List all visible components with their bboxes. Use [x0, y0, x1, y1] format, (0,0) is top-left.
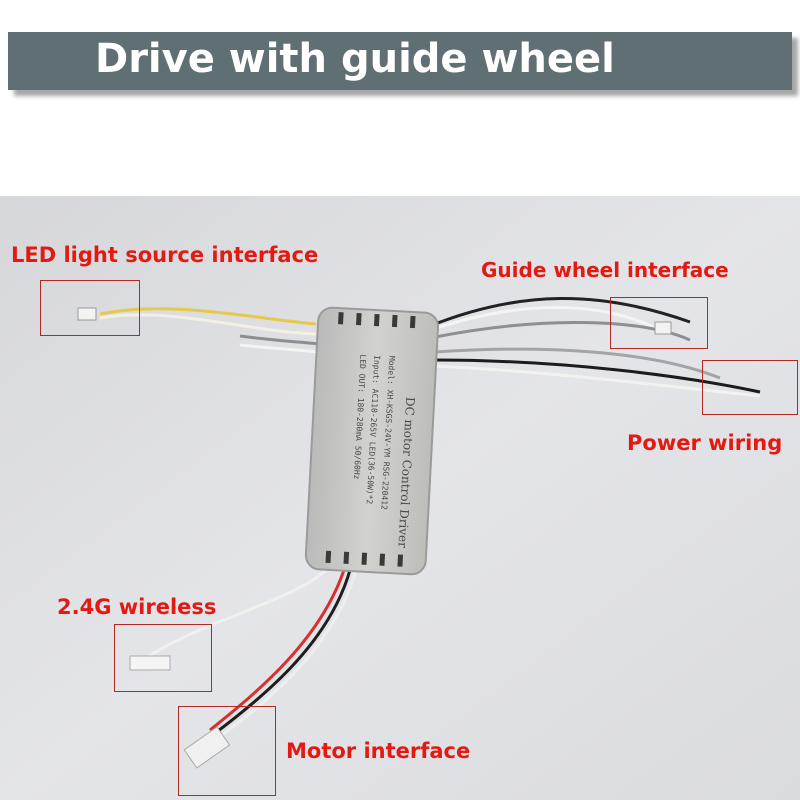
guide-wheel-interface-box [610, 297, 708, 349]
power-wiring-label: Power wiring [627, 431, 783, 455]
title-banner [8, 32, 792, 90]
driver-box: DC motor Control Driver Model: XH-KSGS-2… [304, 306, 440, 576]
wireless-label: 2.4G wireless [57, 595, 217, 619]
product-photo: DC motor Control Driver Model: XH-KSGS-2… [0, 196, 800, 800]
motor-connector [183, 726, 231, 769]
led-interface-box [40, 280, 140, 336]
wireless-connector [129, 655, 171, 671]
page-title: Drive with guide wheel [95, 36, 615, 82]
guide-wheel-connector [654, 321, 672, 335]
power-wiring-box [702, 360, 798, 415]
motor-interface-box [178, 706, 276, 796]
led-interface-label: LED light source interface [11, 243, 319, 267]
guide-wheel-interface-label: Guide wheel interface [481, 258, 729, 282]
motor-interface-label: Motor interface [286, 739, 471, 763]
led-connector [77, 307, 97, 321]
wireless-box [114, 624, 212, 692]
